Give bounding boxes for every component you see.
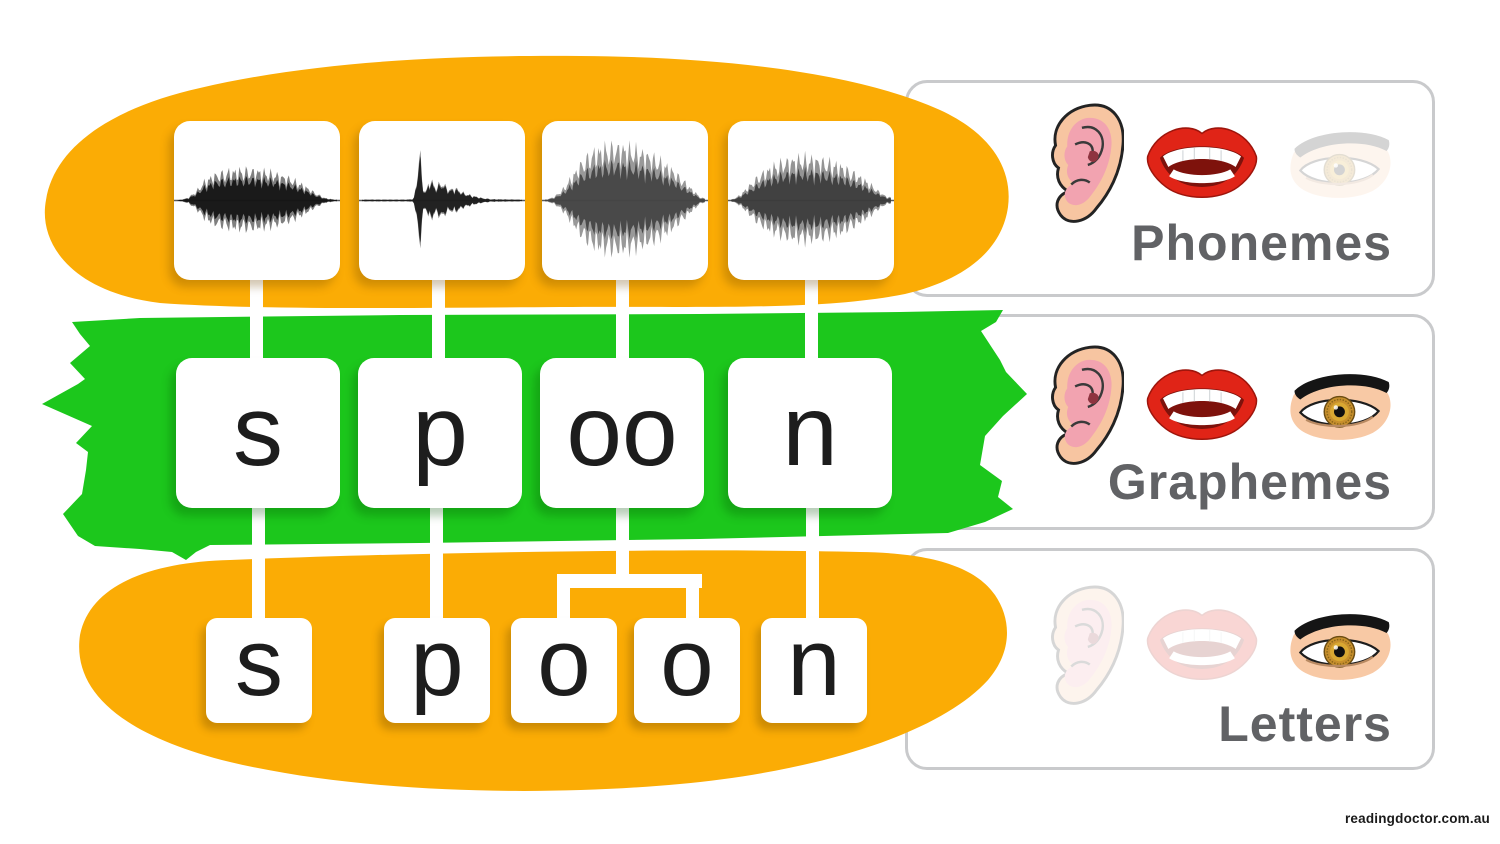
phoneme-card-p	[359, 121, 525, 280]
letters-panel: Letters	[905, 548, 1435, 770]
phoneme-card-n	[728, 121, 894, 280]
letter-text: p	[410, 609, 464, 716]
eye-icon	[1280, 118, 1396, 210]
letters-label: Letters	[1218, 696, 1392, 752]
graphemes-label: Graphemes	[1107, 454, 1392, 510]
letter-card-o1: o	[511, 609, 617, 723]
phonemes-panel-icons	[1036, 95, 1396, 233]
grapheme-card-n: n	[728, 358, 892, 508]
connector-oo-fork-bar	[557, 574, 702, 588]
graphemes-panel: Graphemes	[905, 314, 1435, 530]
connector-phoneme-grapheme-p	[432, 268, 445, 368]
connector-phoneme-grapheme-n	[805, 268, 818, 368]
grapheme-text: oo	[566, 375, 678, 487]
phoneme-card-oo	[542, 121, 708, 280]
waveform-s-icon	[174, 166, 340, 233]
grapheme-card-s: s	[176, 358, 340, 508]
letter-text: s	[235, 609, 283, 716]
letter-card-s: s	[206, 609, 312, 723]
waveform-n-icon	[728, 150, 894, 248]
watermark-text: readingdoctor.com.au	[1344, 811, 1490, 826]
mouth-icon	[1137, 116, 1267, 212]
grapheme-text: p	[412, 375, 468, 487]
connector-phoneme-grapheme-s	[250, 268, 263, 368]
ear-icon	[1036, 342, 1124, 470]
grapheme-text: s	[233, 375, 283, 487]
letter-text: n	[787, 609, 841, 716]
connector-phoneme-grapheme-oo	[616, 268, 629, 368]
eye-icon	[1280, 360, 1396, 452]
grapheme-text: n	[782, 375, 838, 487]
eye-icon	[1280, 600, 1396, 692]
waveform-p-icon	[359, 150, 525, 249]
phoneme-card-s	[174, 121, 340, 280]
letter-text: o	[660, 609, 714, 716]
ear-icon	[1036, 582, 1124, 710]
mouth-icon	[1137, 598, 1267, 694]
phonemes-panel: Phonemes	[905, 80, 1435, 297]
letter-card-n: n	[761, 609, 867, 723]
ear-icon	[1036, 100, 1124, 228]
mouth-icon	[1137, 358, 1267, 454]
letter-card-p: p	[384, 609, 490, 723]
grapheme-card-oo: oo	[540, 358, 704, 508]
letter-card-o2: o	[634, 609, 740, 723]
grapheme-card-p: p	[358, 358, 522, 508]
phonemes-label: Phonemes	[1131, 215, 1392, 271]
waveform-oo-icon	[542, 140, 708, 258]
letter-text: o	[537, 609, 591, 716]
